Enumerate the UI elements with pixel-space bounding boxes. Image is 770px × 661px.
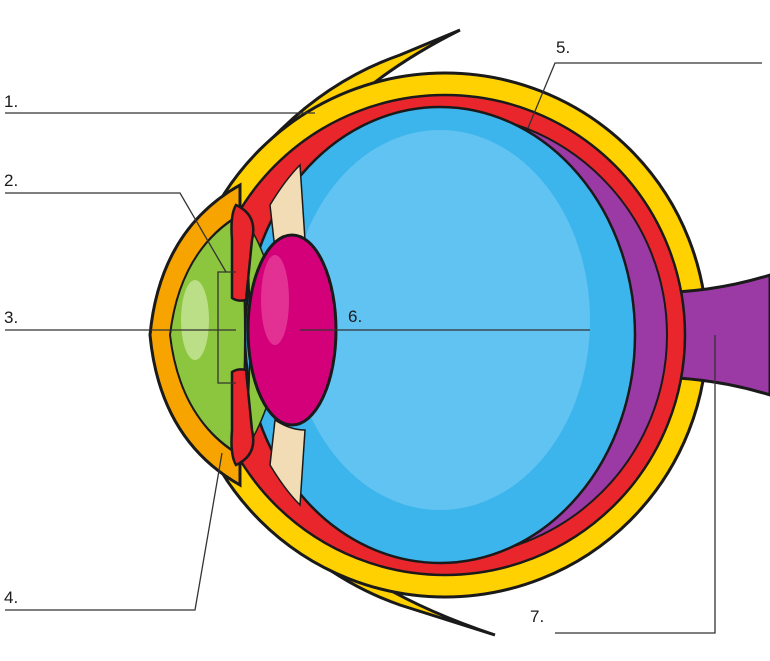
label-5: 5. bbox=[556, 38, 570, 57]
lens-highlight bbox=[261, 255, 289, 345]
vitreous-highlight bbox=[290, 130, 590, 510]
label-1: 1. bbox=[4, 92, 18, 111]
label-4: 4. bbox=[4, 588, 18, 607]
label-6: 6. bbox=[348, 307, 362, 326]
leader-5 bbox=[527, 62, 762, 129]
label-2: 2. bbox=[4, 171, 18, 190]
leader-7 bbox=[555, 335, 716, 634]
label-7: 7. bbox=[530, 607, 544, 626]
label-3: 3. bbox=[4, 308, 18, 327]
iris-upper bbox=[230, 203, 255, 302]
iris-lower bbox=[230, 368, 255, 467]
aqueous-highlight bbox=[181, 280, 209, 360]
leader-2 bbox=[5, 192, 227, 273]
leader-4 bbox=[5, 452, 223, 611]
pupil-bracket bbox=[217, 271, 236, 384]
